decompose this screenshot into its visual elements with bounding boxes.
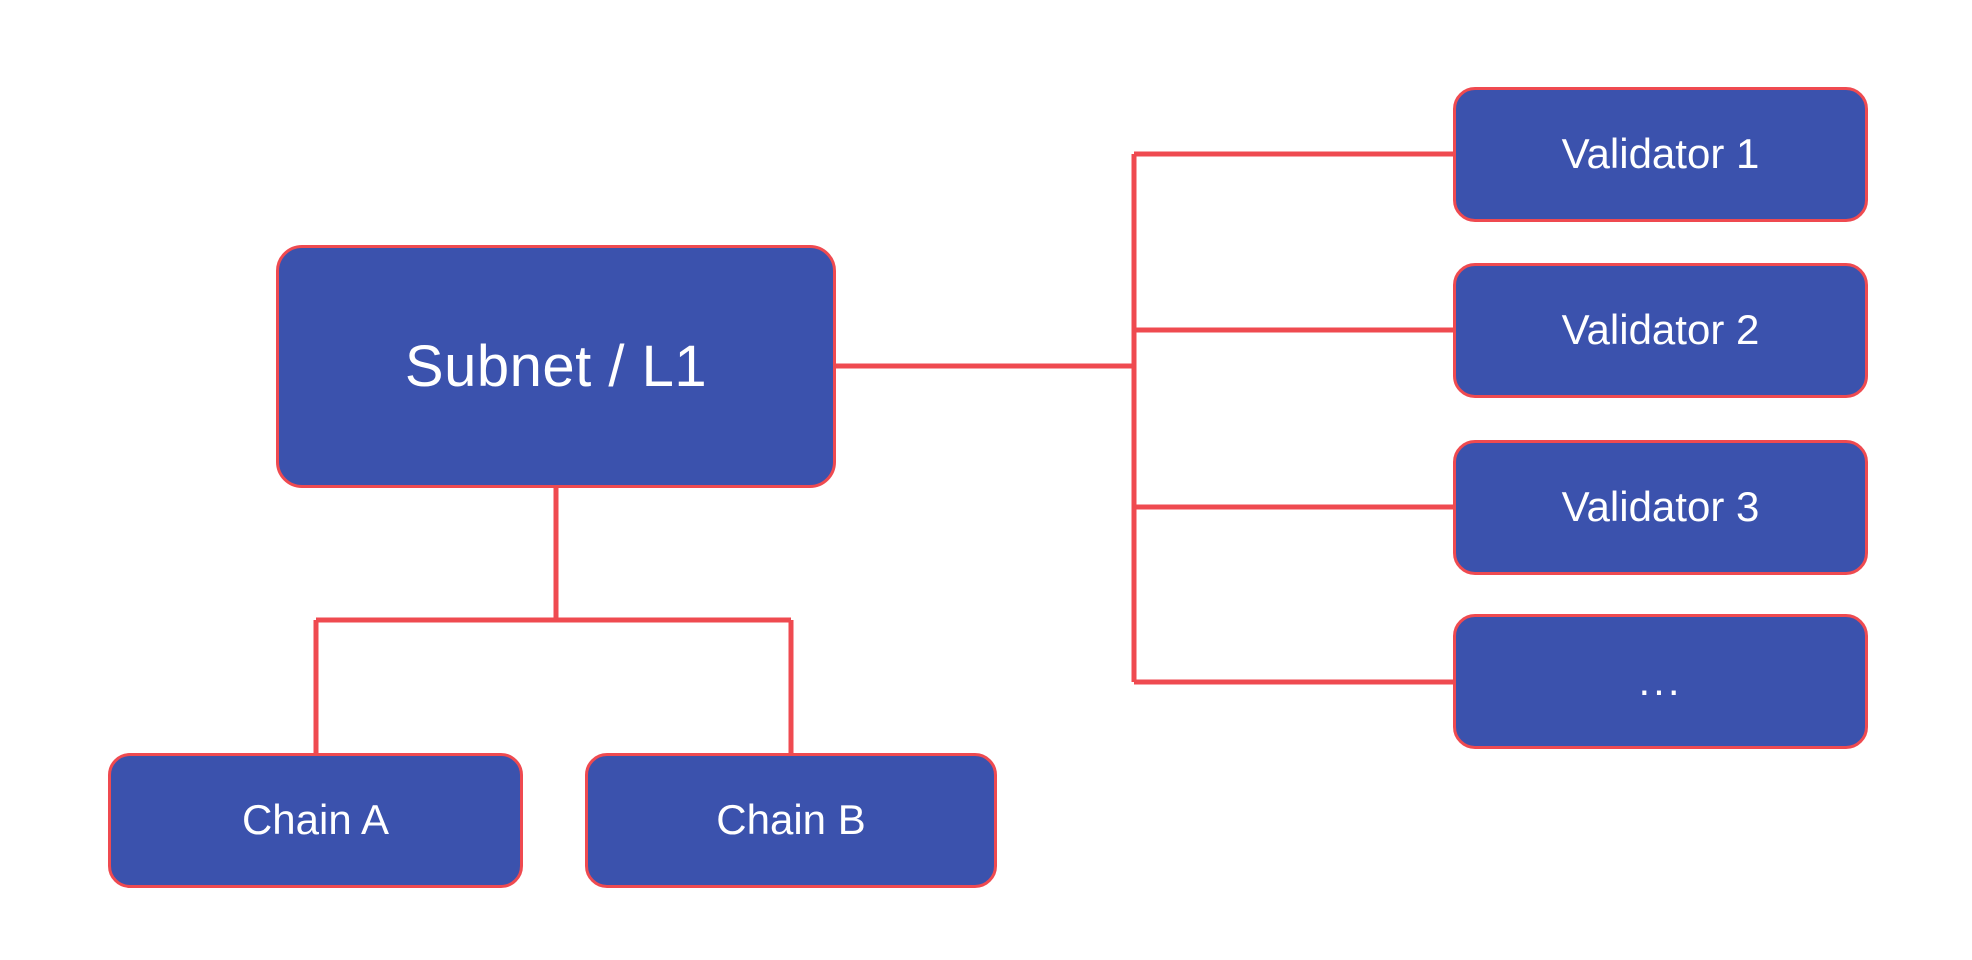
node-validator-more-label: ... xyxy=(1638,657,1683,705)
node-validator-3-label: Validator 3 xyxy=(1561,483,1760,531)
node-validator-more[interactable]: ... xyxy=(1453,614,1868,749)
node-validator-3[interactable]: Validator 3 xyxy=(1453,440,1868,575)
node-validator-2[interactable]: Validator 2 xyxy=(1453,263,1868,398)
node-chain-a-label: Chain A xyxy=(241,796,390,844)
node-subnet-l1-label: Subnet / L1 xyxy=(404,333,708,399)
node-chain-a[interactable]: Chain A xyxy=(108,753,523,888)
node-chain-b[interactable]: Chain B xyxy=(585,753,997,888)
node-validator-1-label: Validator 1 xyxy=(1561,130,1760,178)
node-subnet-l1[interactable]: Subnet / L1 xyxy=(276,245,836,488)
node-validator-1[interactable]: Validator 1 xyxy=(1453,87,1868,222)
node-chain-b-label: Chain B xyxy=(716,796,866,844)
node-validator-2-label: Validator 2 xyxy=(1561,306,1760,354)
